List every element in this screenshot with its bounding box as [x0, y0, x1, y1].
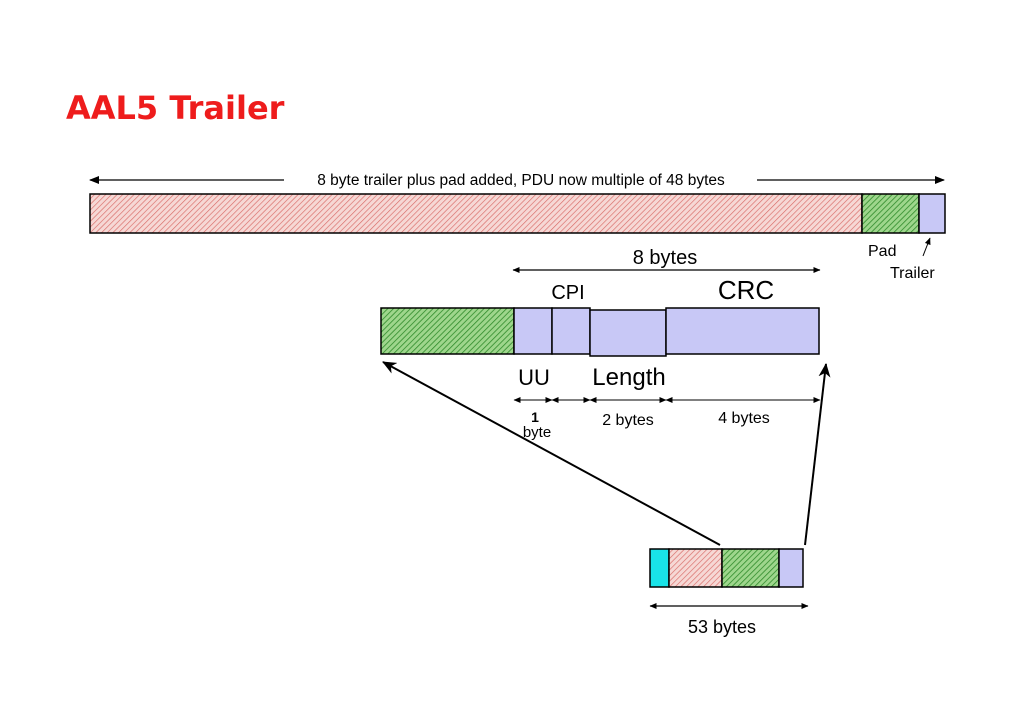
pdu-pad-block [861, 193, 920, 234]
trailer-size-label: 8 bytes [633, 247, 697, 269]
detail-pad-block [380, 307, 515, 355]
crc-label: CRC [718, 275, 774, 305]
cell-trailer-block [778, 548, 804, 588]
cpi-label: CPI [551, 282, 584, 304]
cell-payload-block [668, 548, 723, 588]
one-label: 1 [531, 409, 539, 425]
uu-field [513, 307, 553, 355]
atm-cell: 53 bytes [649, 548, 809, 637]
pdu-trailer-block [918, 193, 946, 234]
cpi-field [551, 307, 591, 355]
length-field [589, 309, 667, 357]
crc-field [665, 307, 820, 355]
pad-label: Pad [868, 243, 896, 260]
trailer-label: Trailer [890, 265, 935, 282]
byte-label: byte [523, 424, 551, 441]
expand-arrow-left [382, 361, 721, 546]
cell-size-label: 53 bytes [688, 617, 756, 637]
two-bytes-label: 2 bytes [602, 412, 654, 429]
uu-label: UU [518, 365, 550, 390]
pdu-length-label: 8 byte trailer plus pad added, PDU now m… [317, 172, 725, 189]
cell-pad-block [721, 548, 780, 588]
page-title: AAL5 Trailer [66, 89, 285, 127]
pdu-payload-block [89, 193, 863, 234]
trailer-pointer-arrow [922, 237, 931, 257]
trailer-detail: 8 bytes CPI CRC UU Length 1 byte 2 bytes… [380, 247, 821, 441]
expand-arrow-right [804, 363, 831, 546]
cell-header-block [649, 548, 670, 588]
top-pdu: 8 byte trailer plus pad added, PDU now m… [89, 172, 946, 282]
length-label: Length [592, 364, 665, 391]
four-bytes-label: 4 bytes [718, 410, 770, 427]
